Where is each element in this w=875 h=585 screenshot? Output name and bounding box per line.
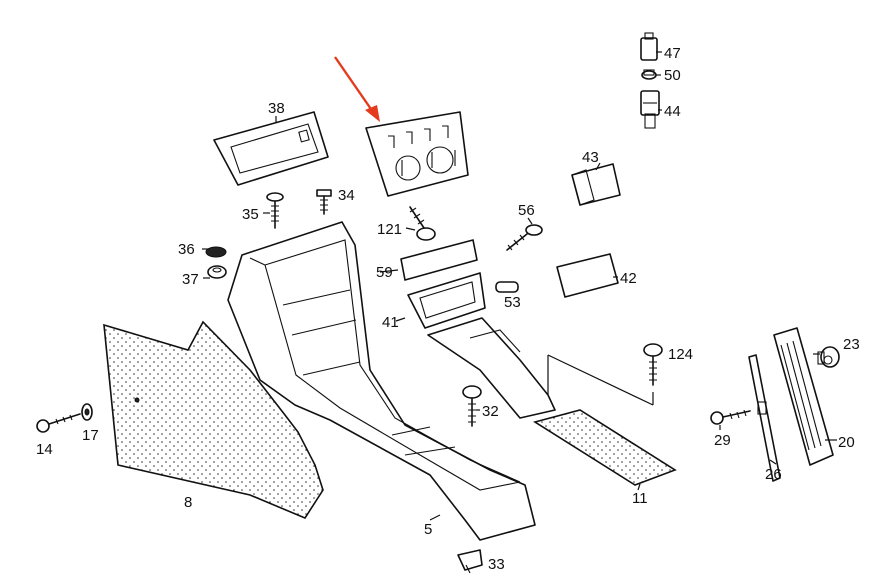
console-rear-bracket[interactable] (427, 317, 556, 419)
leader-lines (202, 51, 837, 521)
part-53-plug[interactable] (495, 281, 519, 293)
callout-labels: 38 47 50 44 43 34 35 36 37 121 56 59 42 … (36, 45, 860, 573)
part-17-washer[interactable] (81, 403, 93, 421)
callout-121: 121 (377, 221, 402, 238)
part-14-screw[interactable] (36, 413, 81, 433)
callout-42: 42 (620, 270, 637, 287)
part-42-insert[interactable] (556, 253, 619, 298)
part-36-washer[interactable] (205, 246, 227, 258)
callout-59: 59 (376, 264, 393, 281)
part-5-center-console[interactable] (227, 221, 536, 541)
callout-11: 11 (632, 490, 648, 507)
part-23-grommet[interactable] (817, 346, 840, 368)
part-124-screw[interactable] (643, 343, 663, 386)
part-35-screw[interactable] (266, 192, 284, 229)
callout-44: 44 (664, 103, 681, 120)
part-121-screw[interactable] (409, 206, 436, 241)
part-44-switch[interactable] (640, 90, 660, 129)
callout-36: 36 (178, 241, 195, 258)
callout-8: 8 (184, 494, 192, 511)
part-50-ring[interactable] (641, 69, 657, 80)
part-43-cover[interactable] (571, 163, 621, 206)
callout-5: 5 (424, 521, 432, 538)
callout-20: 20 (838, 434, 855, 451)
callout-38: 38 (268, 100, 285, 117)
callout-41: 41 (382, 314, 399, 331)
part-8-side-panel[interactable] (103, 320, 324, 519)
part-47-switch[interactable] (640, 32, 658, 61)
part-59-trim[interactable] (400, 239, 478, 281)
part-38-panel[interactable] (213, 111, 329, 186)
part-56-screw[interactable] (506, 224, 543, 251)
callout-26: 26 (765, 466, 782, 483)
callout-43: 43 (582, 149, 599, 166)
part-37-nut[interactable] (207, 265, 227, 279)
part-34-screw[interactable] (316, 189, 332, 215)
callout-29: 29 (714, 432, 731, 449)
callout-47: 47 (664, 45, 681, 62)
callout-53: 53 (504, 294, 521, 311)
callout-23: 23 (843, 336, 860, 353)
callout-14: 14 (36, 441, 53, 458)
callout-32: 32 (482, 403, 499, 420)
callout-56: 56 (518, 202, 535, 219)
part-29-screw[interactable] (710, 409, 751, 425)
callout-124: 124 (668, 346, 693, 363)
part-11-mat[interactable] (533, 409, 677, 486)
highlight-arrow (334, 56, 380, 122)
callout-50: 50 (664, 67, 681, 84)
part-26-strip[interactable] (748, 354, 781, 482)
part-32-screw[interactable] (462, 385, 482, 427)
part-41-frame[interactable] (407, 272, 486, 329)
callout-34: 34 (338, 187, 355, 204)
callout-17: 17 (82, 427, 99, 444)
part-33-clip[interactable] (457, 549, 483, 574)
switch-panel[interactable] (365, 111, 469, 197)
callout-37: 37 (182, 271, 199, 288)
callout-35: 35 (242, 206, 259, 223)
part-20-side-trim[interactable] (773, 327, 834, 466)
callout-33: 33 (488, 556, 505, 573)
